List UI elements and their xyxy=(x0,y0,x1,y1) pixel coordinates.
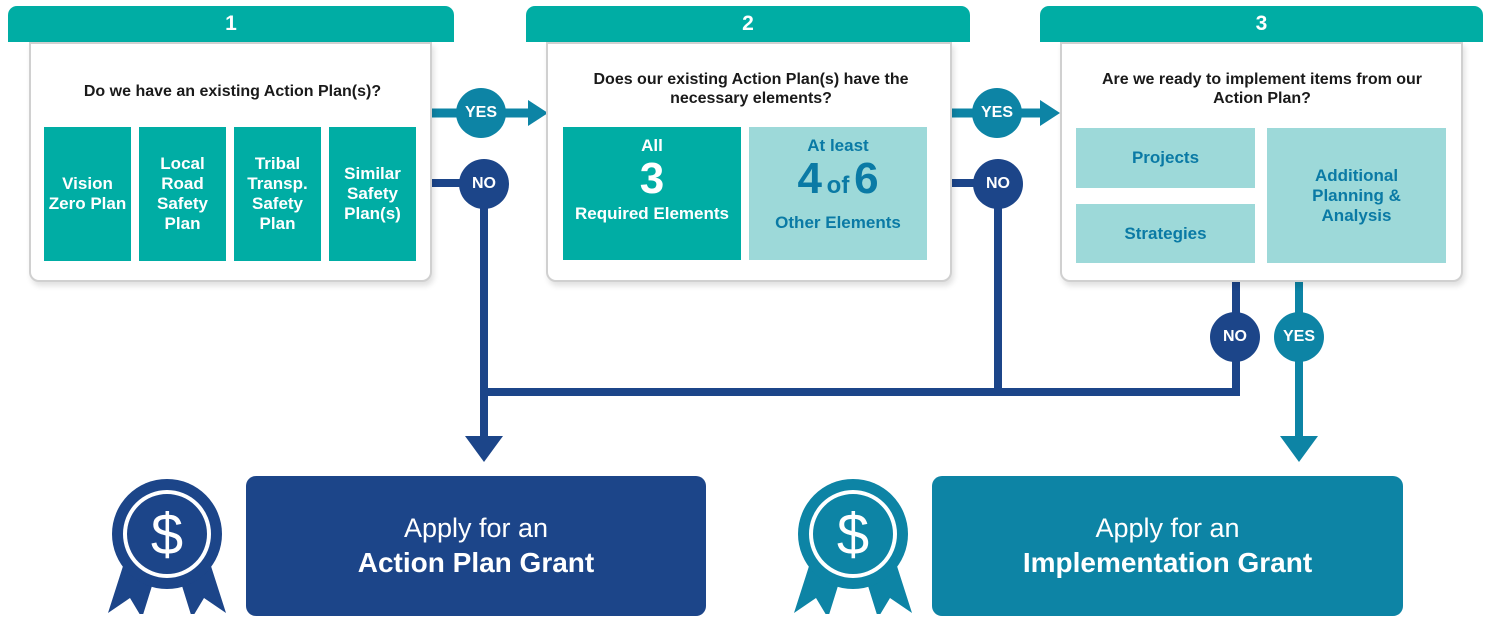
svg-text:$: $ xyxy=(837,502,869,567)
step-2-number: 2 xyxy=(742,12,754,35)
step-1-header: 1 xyxy=(8,6,454,42)
required-prefix: All xyxy=(641,136,663,155)
step-1-panel: Do we have an existing Action Plan(s)? V… xyxy=(29,42,432,282)
dollar-award-ribbon-icon: $ xyxy=(108,479,226,614)
step-2-header: 2 xyxy=(526,6,970,42)
other-total: 6 xyxy=(854,154,879,203)
step-2-question: Does our existing Action Plan(s) have th… xyxy=(593,71,909,107)
no-badge-step3: NO xyxy=(1210,312,1260,362)
other-label: Other Elements xyxy=(775,213,901,232)
no-badge-step2: NO xyxy=(973,159,1023,209)
no-badge-step1: NO xyxy=(459,159,509,209)
step-2-panel: Does our existing Action Plan(s) have th… xyxy=(546,42,952,282)
implementation-grant-line1: Apply for an xyxy=(1095,513,1240,543)
step-3-question: Are we ready to implement items from our… xyxy=(1101,71,1423,107)
option-projects: Projects xyxy=(1076,128,1255,188)
yes-badge-step2: YES xyxy=(972,88,1022,138)
other-elements-box: At least 4 of 6 Other Elements xyxy=(749,127,927,260)
apply-implementation-grant[interactable]: Apply for an Implementation Grant xyxy=(932,476,1403,616)
step-3-panel: Are we ready to implement items from our… xyxy=(1060,42,1463,282)
step-3-header: 3 xyxy=(1040,6,1483,42)
yes-badge-step3: YES xyxy=(1274,312,1324,362)
action-plan-grant-line2: Action Plan Grant xyxy=(357,547,595,578)
other-count: 4 xyxy=(797,154,822,203)
option-strategies: Strategies xyxy=(1076,204,1255,263)
action-plan-grant-line1: Apply for an xyxy=(403,513,549,543)
implementation-grant-line2: Implementation Grant xyxy=(1022,547,1313,578)
option-local-road-safety-plan: Local Road Safety Plan xyxy=(139,127,226,261)
dollar-award-ribbon-icon: $ xyxy=(794,479,912,614)
step-1-number: 1 xyxy=(225,12,237,35)
required-label: Required Elements xyxy=(575,204,729,223)
option-tribal-transp-safety-plan: Tribal Transp. Safety Plan xyxy=(234,127,321,261)
apply-action-plan-grant[interactable]: Apply for an Action Plan Grant xyxy=(246,476,706,616)
option-similar-safety-plans: Similar Safety Plan(s) xyxy=(329,127,416,261)
svg-text:$: $ xyxy=(151,502,183,567)
option-vision-zero-plan: Vision Zero Plan xyxy=(44,127,131,261)
other-of: of xyxy=(826,172,850,199)
other-count-line: 4 of 6 xyxy=(749,156,927,211)
other-prefix: At least xyxy=(807,136,869,155)
step-1-question: Do we have an existing Action Plan(s)? xyxy=(83,83,382,100)
option-additional-planning-analysis: Additional Planning & Analysis xyxy=(1267,128,1446,263)
yes-badge-step1: YES xyxy=(456,88,506,138)
step-3-number: 3 xyxy=(1255,12,1268,35)
required-count: 3 xyxy=(639,154,665,203)
required-elements-box: All 3 Required Elements xyxy=(563,127,741,260)
